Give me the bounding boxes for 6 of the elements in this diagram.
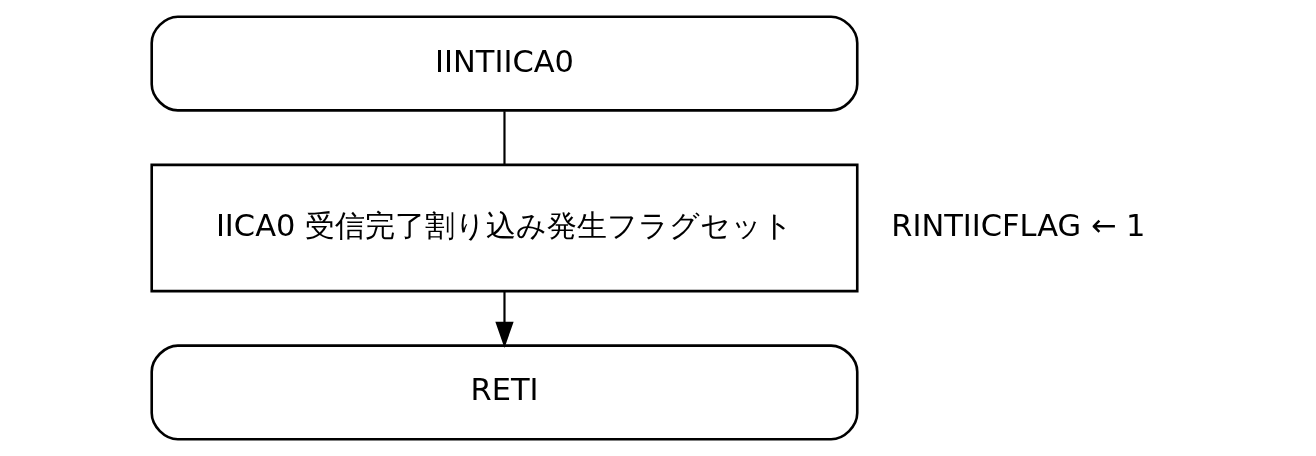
node-box: RETI bbox=[150, 344, 859, 441]
node-box: IINTIICA0 bbox=[150, 15, 859, 112]
connector bbox=[503, 111, 506, 165]
node-box: IICA0 受信完了割り込み発生フラグセット bbox=[150, 163, 859, 293]
node-label: RINTIICFLAG ← 1 bbox=[891, 208, 1146, 244]
arrow bbox=[495, 291, 514, 348]
